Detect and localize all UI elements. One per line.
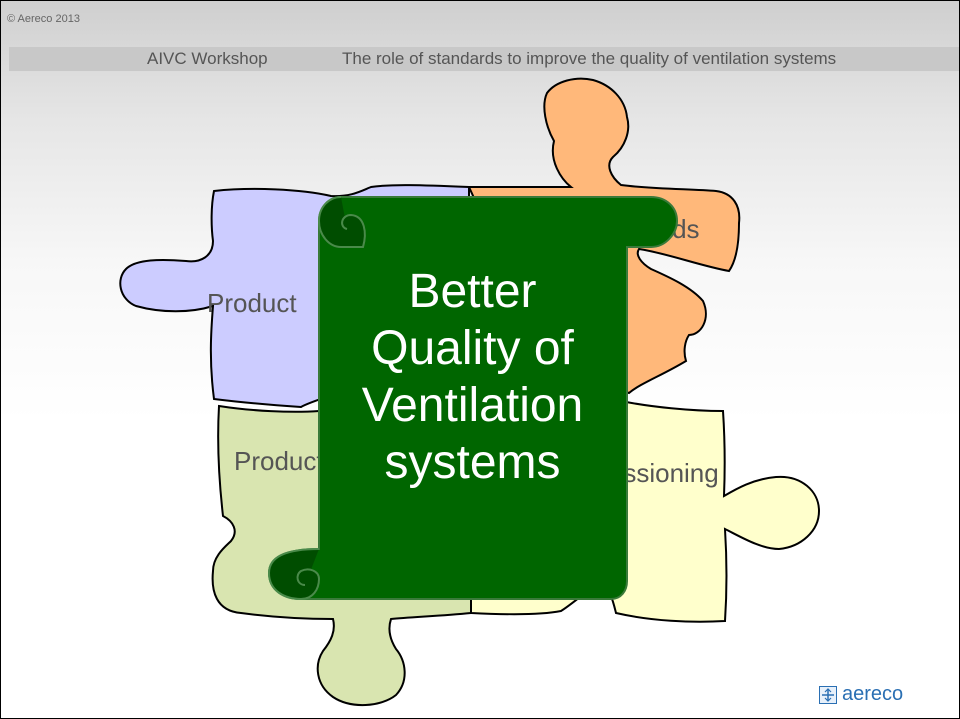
header-band bbox=[9, 47, 959, 71]
copyright-text: © Aereco 2013 bbox=[7, 13, 80, 25]
header-title: AIVC Workshop bbox=[147, 49, 268, 68]
piece-label-product: Product bbox=[207, 288, 297, 318]
aereco-logo-text: aereco bbox=[842, 683, 904, 705]
aereco-logo: aereco bbox=[819, 683, 903, 706]
scroll-text: Better Quality of Ventilation systems bbox=[319, 263, 626, 491]
header-subtitle: The role of standards to improve the qua… bbox=[342, 49, 837, 68]
scroll-bottom-curl bbox=[267, 548, 321, 601]
scroll-top-curl bbox=[317, 196, 366, 248]
scroll-line-3: Ventilation bbox=[361, 379, 584, 432]
scroll-line-1: Better bbox=[408, 265, 537, 318]
scroll-line-2: Quality of bbox=[371, 322, 574, 375]
scroll-line-4: systems bbox=[384, 436, 561, 489]
aereco-logo-icon bbox=[819, 685, 837, 704]
